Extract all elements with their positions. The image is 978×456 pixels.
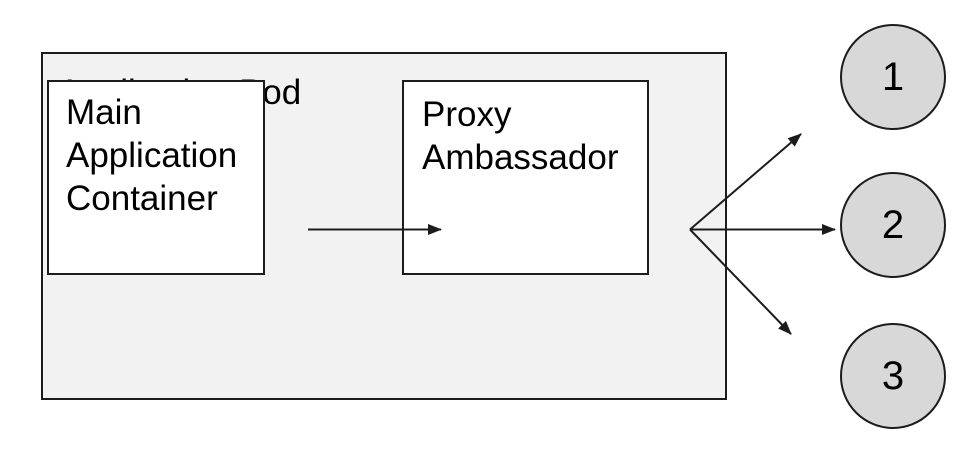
node-main-application-container: Main Application Container [47, 80, 265, 275]
node-proxy-ambassador: Proxy Ambassador [402, 80, 649, 275]
node-endpoint-3: 3 [840, 323, 946, 429]
node-proxy-label: Proxy Ambassador [422, 95, 619, 177]
node-main-label: Main Application Container [66, 93, 238, 218]
endpoint-3-label: 3 [881, 353, 905, 398]
node-endpoint-1: 1 [840, 24, 946, 130]
endpoint-2-label: 2 [881, 202, 905, 247]
endpoint-1-label: 1 [881, 54, 905, 99]
node-endpoint-2: 2 [840, 172, 946, 278]
